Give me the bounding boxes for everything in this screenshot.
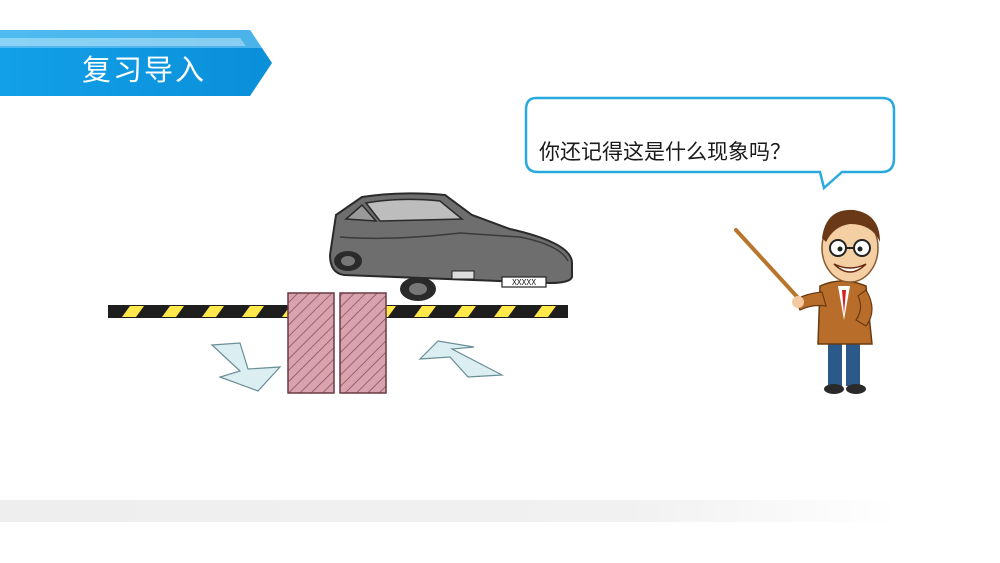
magnet-block-left <box>287 292 335 394</box>
arrow-right-icon <box>418 340 505 378</box>
car-icon: XXXXX <box>328 192 573 301</box>
magnet-block-right <box>339 292 387 394</box>
speech-bubble-text: 你还记得这是什么现象吗？ <box>539 140 791 164</box>
speech-bubble <box>524 96 896 196</box>
license-plate-text: XXXXX <box>512 278 536 287</box>
arrow-left-icon <box>210 342 282 392</box>
magnet-barrier-illustration: XXXXX <box>100 185 580 409</box>
page-title: 复习导入 <box>82 53 207 87</box>
bottom-decor-bar <box>0 500 900 522</box>
section-header-banner <box>0 30 272 96</box>
teacher-character-icon <box>730 190 890 404</box>
barrier-arm-left <box>108 305 320 318</box>
